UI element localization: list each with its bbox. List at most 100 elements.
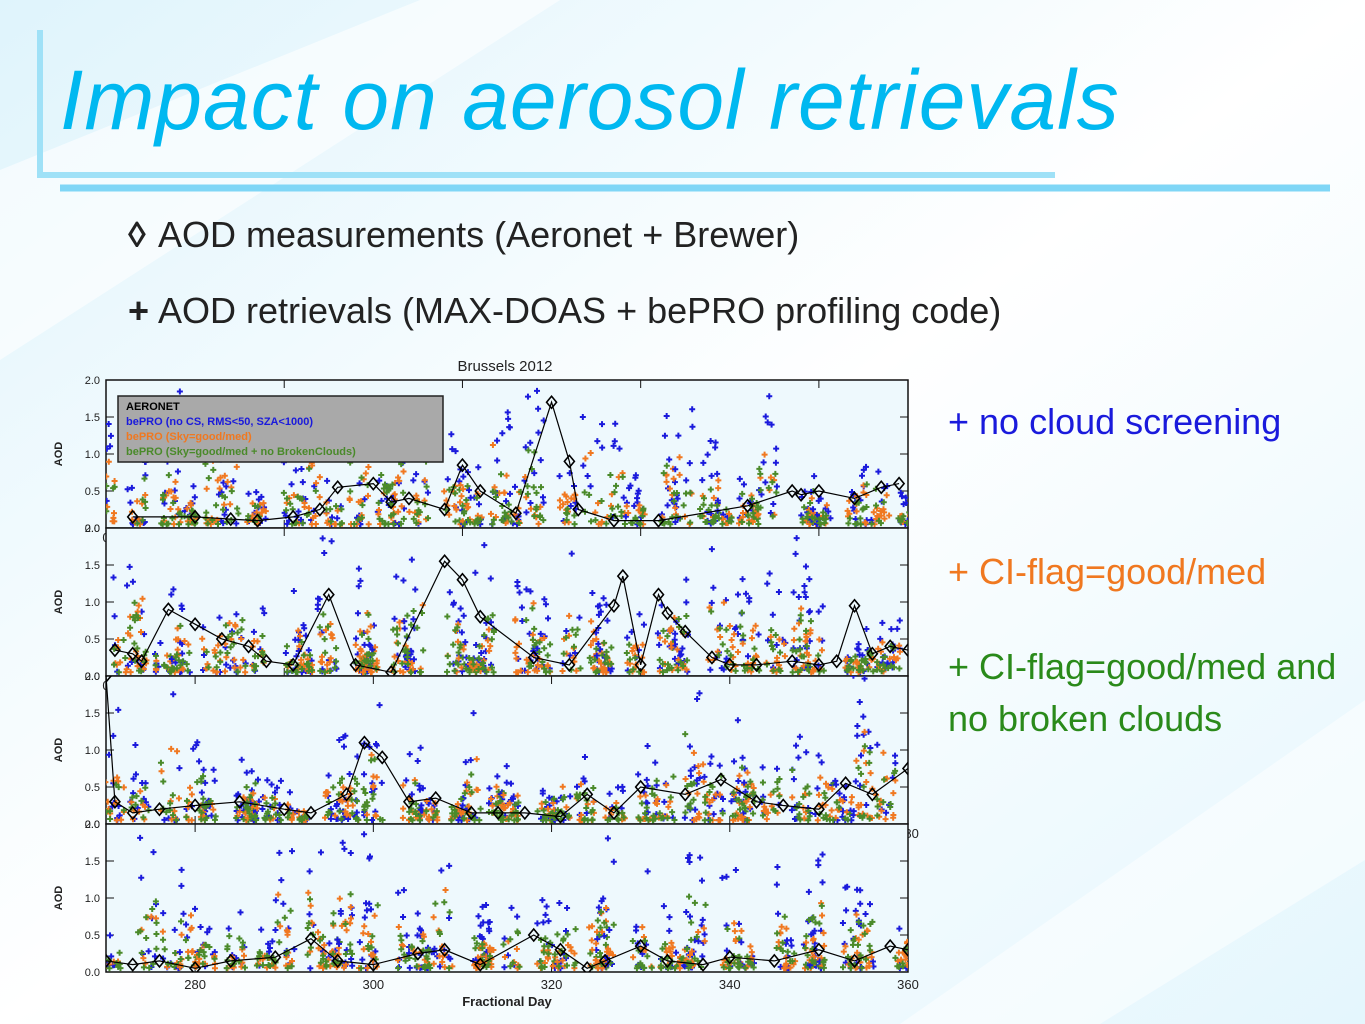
retrieval-cross (338, 815, 345, 822)
aeronet-point (893, 476, 906, 491)
retrieval-cross (886, 655, 893, 662)
y-tick-label: 1.0 (85, 745, 100, 757)
retrieval-cross (702, 793, 709, 800)
retrieval-cross (349, 810, 356, 817)
retrieval-cross (630, 666, 637, 673)
retrieval-cross (141, 475, 148, 482)
retrieval-cross (307, 902, 314, 909)
retrieval-cross (686, 893, 693, 900)
retrieval-cross (719, 874, 726, 881)
retrieval-cross (774, 930, 781, 937)
retrieval-cross (234, 668, 241, 675)
retrieval-cross (739, 640, 746, 647)
retrieval-cross (724, 925, 731, 932)
retrieval-cross (152, 898, 159, 905)
retrieval-cross (881, 653, 888, 660)
retrieval-cross (910, 517, 916, 523)
retrieval-cross (462, 639, 469, 646)
retrieval-cross (749, 627, 756, 634)
aeronet-point (848, 953, 861, 969)
retrieval-cross (391, 653, 398, 660)
retrieval-cross (700, 501, 707, 508)
retrieval-cross (707, 760, 714, 767)
retrieval-cross (636, 502, 643, 509)
retrieval-cross (515, 669, 522, 676)
retrieval-cross (404, 649, 411, 656)
retrieval-cross (677, 659, 684, 666)
retrieval-cross (465, 803, 472, 810)
retrieval-cross (501, 489, 508, 496)
aeronet-point (812, 657, 825, 673)
retrieval-cross (819, 603, 826, 610)
retrieval-cross (206, 925, 213, 932)
retrieval-cross (744, 769, 751, 776)
retrieval-cross (365, 930, 372, 937)
retrieval-cross (460, 646, 467, 653)
retrieval-cross (388, 512, 395, 519)
retrieval-cross (708, 546, 715, 553)
retrieval-cross (198, 789, 205, 796)
retrieval-cross (706, 788, 713, 795)
retrieval-cross (800, 793, 807, 800)
retrieval-cross (479, 903, 486, 910)
retrieval-cross (453, 506, 460, 513)
panel-frame (105, 675, 909, 825)
retrieval-cross (332, 812, 339, 819)
retrieval-cross (213, 502, 220, 509)
retrieval-cross (161, 500, 168, 507)
retrieval-cross (815, 791, 822, 798)
retrieval-cross (527, 439, 534, 446)
aeronet-point (251, 513, 264, 528)
legend-entry: AERONET (126, 401, 180, 413)
retrieval-cross (164, 960, 171, 967)
retrieval-cross (466, 666, 473, 673)
retrieval-cross (710, 811, 717, 818)
retrieval-cross (803, 633, 810, 640)
retrieval-cross (494, 437, 501, 444)
retrieval-cross (748, 949, 755, 956)
retrieval-cross (614, 784, 621, 791)
retrieval-cross (773, 489, 780, 496)
retrieval-cross (678, 651, 685, 658)
retrieval-cross (740, 481, 747, 488)
retrieval-cross (514, 578, 521, 585)
retrieval-cross (446, 965, 453, 972)
x-axis-label: Fractional Day (462, 994, 552, 1009)
retrieval-cross (588, 618, 595, 625)
retrieval-cross (590, 637, 597, 644)
x-tick-label: 280 (184, 977, 206, 992)
retrieval-cross (248, 768, 255, 775)
retrieval-cross (358, 965, 365, 972)
retrieval-cross (422, 965, 429, 972)
y-axis-label: AOD (53, 442, 65, 467)
retrieval-cross (161, 662, 168, 669)
retrieval-cross (333, 503, 340, 510)
bullet-text: AOD retrievals (MAX-DOAS + bePRO profili… (158, 290, 1002, 331)
retrieval-cross (407, 669, 414, 676)
retrieval-cross (178, 882, 185, 889)
aeronet-point (768, 953, 781, 969)
retrieval-cross (556, 504, 563, 511)
retrieval-cross (820, 509, 827, 516)
retrieval-cross (708, 472, 715, 479)
retrieval-cross (211, 955, 218, 962)
retrieval-cross (702, 799, 709, 806)
retrieval-cross (672, 630, 679, 637)
retrieval-cross (414, 624, 421, 631)
retrieval-cross (732, 937, 739, 944)
retrieval-cross (309, 462, 316, 469)
aeronet-point (438, 502, 451, 517)
retrieval-cross (762, 479, 769, 486)
retrieval-cross (259, 962, 266, 969)
retrieval-cross (396, 477, 403, 484)
y-tick-label: 1.5 (85, 560, 100, 572)
retrieval-cross (152, 652, 159, 659)
retrieval-cross (326, 668, 333, 675)
retrieval-cross (665, 661, 672, 668)
retrieval-cross (400, 669, 407, 676)
retrieval-cross (115, 669, 122, 676)
retrieval-cross (126, 563, 133, 570)
retrieval-cross (859, 506, 866, 513)
retrieval-cross (639, 950, 646, 957)
retrieval-cross (845, 520, 852, 527)
